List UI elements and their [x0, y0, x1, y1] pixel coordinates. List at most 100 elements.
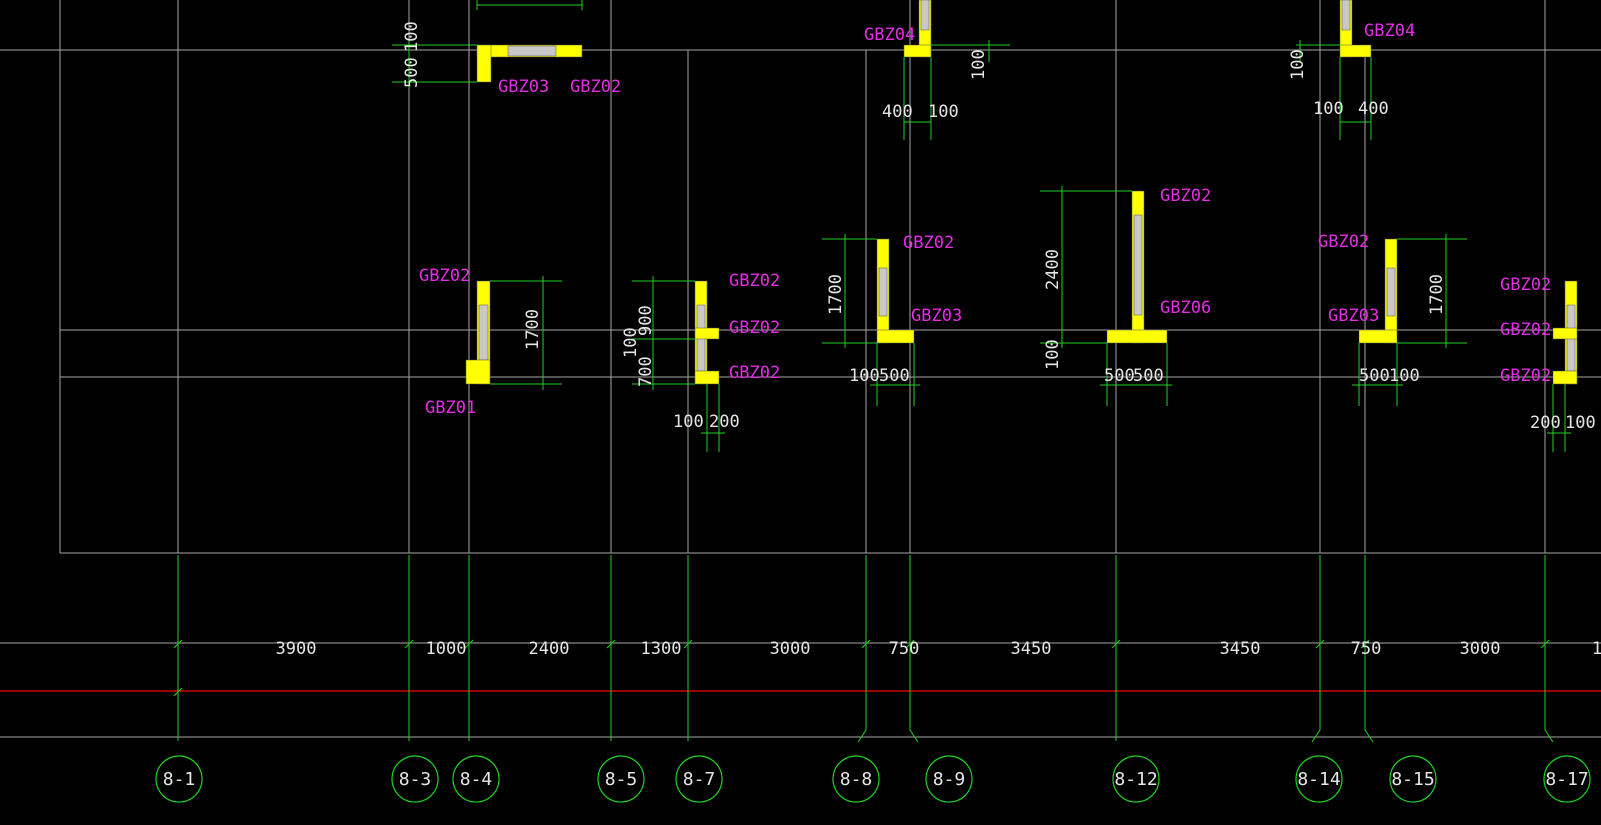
component-label[interactable]: GBZ02 [1500, 275, 1551, 295]
component-label[interactable]: GBZ02 [903, 233, 954, 253]
dimension-texts-vertical: 500 100 100 100 1700 900 100 700 1700 24… [402, 21, 1447, 387]
axis-bubble-8-12[interactable] [1112, 755, 1160, 803]
axis-label-8-4: 8-4 [460, 769, 493, 790]
dim-text: 100 [1565, 413, 1596, 433]
wall-element[interactable] [694, 370, 720, 385]
axis-label-8-3: 8-3 [399, 769, 432, 790]
wall-element[interactable] [476, 44, 492, 83]
spacing-label: 750 [889, 639, 920, 659]
component-label[interactable]: GBZ02 [570, 77, 621, 97]
dim-text: 2400 [1043, 249, 1063, 290]
spacing-label: 3000 [1460, 639, 1501, 659]
component-dimensions [392, 0, 1571, 452]
wall-elements [465, 0, 1578, 385]
component-label[interactable]: GBZ02 [729, 318, 780, 338]
spacing-label: 3450 [1011, 639, 1052, 659]
spacing-label: 2400 [529, 639, 570, 659]
dim-ticks [173, 639, 1550, 697]
component-label[interactable]: GBZ01 [425, 398, 476, 418]
spacing-label: 1000 [426, 639, 467, 659]
dim-text: 100 [1313, 99, 1344, 119]
dim-text: 100 [1389, 366, 1420, 386]
axis-bubble-8-9[interactable] [925, 755, 973, 803]
component-label[interactable]: GBZ03 [1328, 306, 1379, 326]
dim-text: 200 [1530, 413, 1561, 433]
axis-bubble-8-5[interactable] [597, 755, 645, 803]
component-label[interactable]: GBZ04 [864, 25, 915, 45]
component-label[interactable]: GBZ02 [1500, 366, 1551, 386]
axis-label-8-8: 8-8 [840, 769, 873, 790]
component-label[interactable]: GBZ03 [911, 306, 962, 326]
axis-bubble-8-3[interactable] [391, 755, 439, 803]
component-label[interactable]: GBZ06 [1160, 298, 1211, 318]
axis-label-8-9: 8-9 [933, 769, 966, 790]
dim-text: 100 [402, 21, 422, 52]
wall-element[interactable] [465, 359, 491, 385]
wall-element[interactable] [1552, 370, 1578, 385]
dimension-texts: 400 100 100 400 100 200 100 500 500 500 … [673, 99, 1596, 433]
dim-text: 400 [882, 102, 913, 122]
spacing-label: 1300 [641, 639, 682, 659]
axis-bubbles [155, 755, 1591, 803]
dim-text: 100 [1043, 339, 1063, 370]
axis-label-8-7: 8-7 [683, 769, 716, 790]
component-label[interactable]: GBZ02 [729, 363, 780, 383]
axis-bubble-8-8[interactable] [832, 755, 880, 803]
component-label[interactable]: GBZ02 [1318, 232, 1369, 252]
component-label[interactable]: GBZ02 [1500, 320, 1551, 340]
axis-bubble-8-15[interactable] [1389, 755, 1437, 803]
wall-element[interactable] [1339, 44, 1372, 58]
dim-text: 400 [1358, 99, 1389, 119]
dim-text: 500 [402, 57, 422, 88]
component-label[interactable]: GBZ04 [1364, 21, 1415, 41]
axis-bubble-8-1[interactable] [155, 755, 203, 803]
axis-leaders [177, 555, 1554, 743]
dim-text: 100 [849, 366, 880, 386]
component-label[interactable]: GBZ02 [729, 271, 780, 291]
dim-text: 500 [879, 366, 910, 386]
wall-element[interactable] [903, 44, 932, 58]
dim-text: 900 [636, 305, 656, 336]
dim-text: 100 [1288, 49, 1308, 80]
dim-text: 500 [1133, 366, 1164, 386]
dim-text: 100 [621, 327, 641, 358]
axis-bubble-8-14[interactable] [1295, 755, 1343, 803]
component-label[interactable]: GBZ03 [498, 77, 549, 97]
wall-element[interactable] [1358, 329, 1398, 344]
dim-text: 500 [1359, 366, 1390, 386]
dim-text: 1700 [826, 274, 846, 315]
component-labels: GBZ03 GBZ02 GBZ04 GBZ04 GBZ02 GBZ01 GBZ0… [419, 21, 1551, 418]
dim-text: 200 [709, 412, 740, 432]
wall-element[interactable] [1552, 327, 1578, 340]
spacing-label: 1 [1592, 639, 1601, 659]
axis-label-8-12: 8-12 [1114, 769, 1157, 790]
axis-bubble-8-4[interactable] [452, 755, 500, 803]
dim-text: 100 [969, 49, 989, 80]
spacing-label: 750 [1351, 639, 1382, 659]
dim-text: 100 [673, 412, 704, 432]
axis-label-8-14: 8-14 [1297, 769, 1340, 790]
axis-labels: 8-1 8-3 8-4 8-5 8-7 8-8 8-9 8-12 8-14 8-… [163, 769, 1589, 790]
dim-text: 100 [928, 102, 959, 122]
axis-label-8-5: 8-5 [605, 769, 638, 790]
dim-text: 500 [1104, 366, 1135, 386]
axis-label-8-15: 8-15 [1391, 769, 1434, 790]
component-label[interactable]: GBZ02 [1160, 186, 1211, 206]
dim-text: 700 [636, 356, 656, 387]
axis-bubble-8-7[interactable] [675, 755, 723, 803]
spacing-label: 3450 [1220, 639, 1261, 659]
grid-lines [0, 0, 1601, 738]
component-label[interactable]: GBZ02 [419, 266, 470, 286]
axis-label-8-17: 8-17 [1545, 769, 1588, 790]
axis-label-8-1: 8-1 [163, 769, 196, 790]
spacing-label: 3000 [770, 639, 811, 659]
spacing-label: 3900 [276, 639, 317, 659]
wall-element[interactable] [876, 329, 915, 344]
spacing-labels: 3900 1000 2400 1300 3000 750 3450 3450 7… [276, 639, 1601, 659]
axis-bubble-8-17[interactable] [1543, 755, 1591, 803]
wall-element[interactable] [1106, 329, 1168, 344]
wall-element[interactable] [694, 327, 720, 340]
dim-text: 1700 [523, 309, 543, 350]
